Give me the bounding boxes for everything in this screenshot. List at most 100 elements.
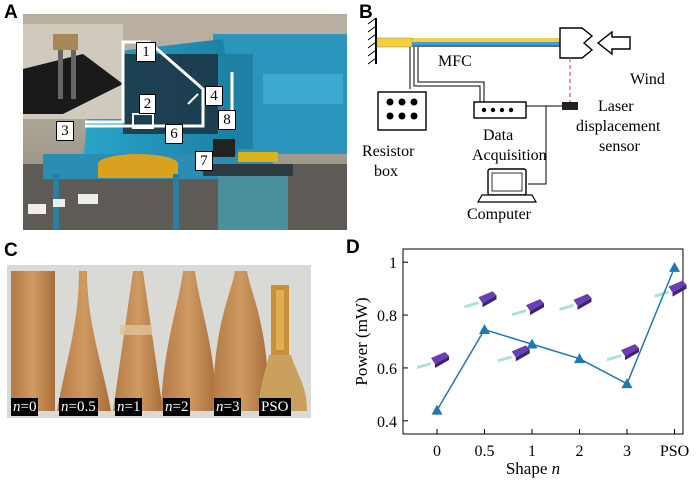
laser-sensor-icon xyxy=(562,102,578,110)
callout-1: 1 xyxy=(136,42,156,62)
label-n05-italic: n xyxy=(61,399,69,415)
specimen-photo xyxy=(7,265,311,418)
flow-wake-icon xyxy=(417,362,431,369)
bluff-body-icon xyxy=(573,293,592,306)
bluff-body-icon xyxy=(431,352,449,364)
computer-keyboard-icon xyxy=(476,194,538,203)
daq-dots xyxy=(481,107,514,113)
y-tick-label: 1 xyxy=(389,255,397,272)
specimen-pso-inner xyxy=(276,290,284,350)
x-tick-label: 2 xyxy=(576,443,584,460)
label-n1: n=1 xyxy=(115,398,143,416)
bluff-body-shadow-icon xyxy=(577,297,592,310)
wind-arrow-icon xyxy=(596,30,631,56)
callout-7: 7 xyxy=(195,151,213,171)
x-axis-label-italic: n xyxy=(552,459,561,478)
bluff-body-icon xyxy=(511,345,530,358)
laser-label-1: Laser xyxy=(598,98,634,115)
callout-4-text: 4 xyxy=(210,88,218,104)
label-n2-rest: =2 xyxy=(172,399,189,415)
panel-b-letter: B xyxy=(359,2,373,23)
label-n0: n=0 xyxy=(11,398,39,416)
y-tick-label: 0.4 xyxy=(377,414,397,431)
x-axis-label: Shape n xyxy=(506,459,560,478)
label-n0-italic: n xyxy=(13,399,21,415)
label-n2-italic: n xyxy=(165,399,173,415)
power-series-line xyxy=(436,267,676,411)
specimen-pso-body xyxy=(259,355,307,411)
computer-wire xyxy=(528,106,547,185)
bluff-body-shadow-icon xyxy=(530,303,544,316)
label-n1-italic: n xyxy=(117,399,125,415)
callout-2: 2 xyxy=(139,94,156,114)
beam-yellow xyxy=(377,38,570,42)
x-tick-label: 0.5 xyxy=(475,443,495,460)
wire-b xyxy=(413,47,481,102)
y-tick-label: 0.8 xyxy=(377,308,397,325)
bluff-body-shadow-icon xyxy=(482,295,497,308)
laser-label-3: sensor xyxy=(599,138,641,155)
specimen-n1 xyxy=(113,271,163,411)
flow-wake-icon xyxy=(512,309,526,317)
power-point-marker xyxy=(574,353,585,364)
y-axis-label: Power (mW) xyxy=(352,297,371,385)
x-tick-label: PSO xyxy=(660,443,689,460)
bluff-body xyxy=(559,27,594,59)
setup-diagram: MFC Wind Resistor box Data Acquisition L… xyxy=(362,17,665,223)
wire-c xyxy=(417,47,485,102)
computer-screen-inner xyxy=(491,172,523,192)
resistor-dots xyxy=(386,98,418,120)
mfc-patch xyxy=(376,37,413,48)
power-point-marker xyxy=(621,378,633,389)
power-point-marker xyxy=(669,262,680,272)
callout-1-text: 1 xyxy=(142,44,150,60)
resistor-label-2: box xyxy=(374,163,398,180)
specimen-n1-tape xyxy=(120,325,152,335)
label-pso-rest: PSO xyxy=(261,399,289,415)
power-point-marker xyxy=(526,338,538,349)
plot-frame xyxy=(402,248,684,435)
panel-c-letter: C xyxy=(4,240,18,261)
panel-a-letter: A xyxy=(4,2,18,23)
label-n2: n=2 xyxy=(163,398,191,416)
x-tick-label: 1 xyxy=(528,443,536,460)
flow-wake-icon xyxy=(607,354,621,362)
callout-2-text: 2 xyxy=(143,96,152,112)
flow-wake-icon xyxy=(654,290,669,298)
label-n3: n=3 xyxy=(214,398,242,416)
beam-blue xyxy=(377,42,570,45)
callout-3: 3 xyxy=(56,121,74,141)
bluff-body-shadow-icon xyxy=(672,284,687,297)
y-tick-label: 0.6 xyxy=(377,361,397,378)
label-n0-rest: =0 xyxy=(20,399,37,415)
specimen-n3 xyxy=(213,271,269,411)
wind-tunnel-photo xyxy=(23,14,347,230)
daq-label-1: Data xyxy=(483,127,513,144)
label-n05: n=0.5 xyxy=(59,398,98,416)
bluff-body-shadow-icon xyxy=(435,356,449,368)
label-n05-rest: =0.5 xyxy=(68,399,96,415)
specimens xyxy=(11,271,307,411)
specimen-n05 xyxy=(57,271,111,411)
wind-tunnel-illustration xyxy=(23,14,347,230)
bluff-body-icon xyxy=(478,291,497,304)
specimen-n2 xyxy=(161,271,217,411)
resistor-box-icon xyxy=(377,91,427,131)
callout-8-text: 8 xyxy=(223,112,231,128)
callout-8: 8 xyxy=(218,110,236,130)
laser-label-2: displacement xyxy=(576,118,661,135)
power-point-marker xyxy=(479,324,490,335)
bluff-body-shadow-icon xyxy=(625,348,639,361)
wall-hatch xyxy=(367,17,377,65)
callout-6: 6 xyxy=(165,124,183,144)
wind-label: Wind xyxy=(630,71,665,88)
beam-grey xyxy=(377,45,570,47)
label-n3-italic: n xyxy=(216,399,224,415)
bluff-body-icon xyxy=(621,344,639,357)
flow-wake-icon xyxy=(559,303,574,311)
flow-wake-icon xyxy=(464,301,479,309)
callout-6-text: 6 xyxy=(170,126,178,142)
daq-label-2: Acquisition xyxy=(472,147,547,164)
bluff-body-icon xyxy=(526,299,544,312)
